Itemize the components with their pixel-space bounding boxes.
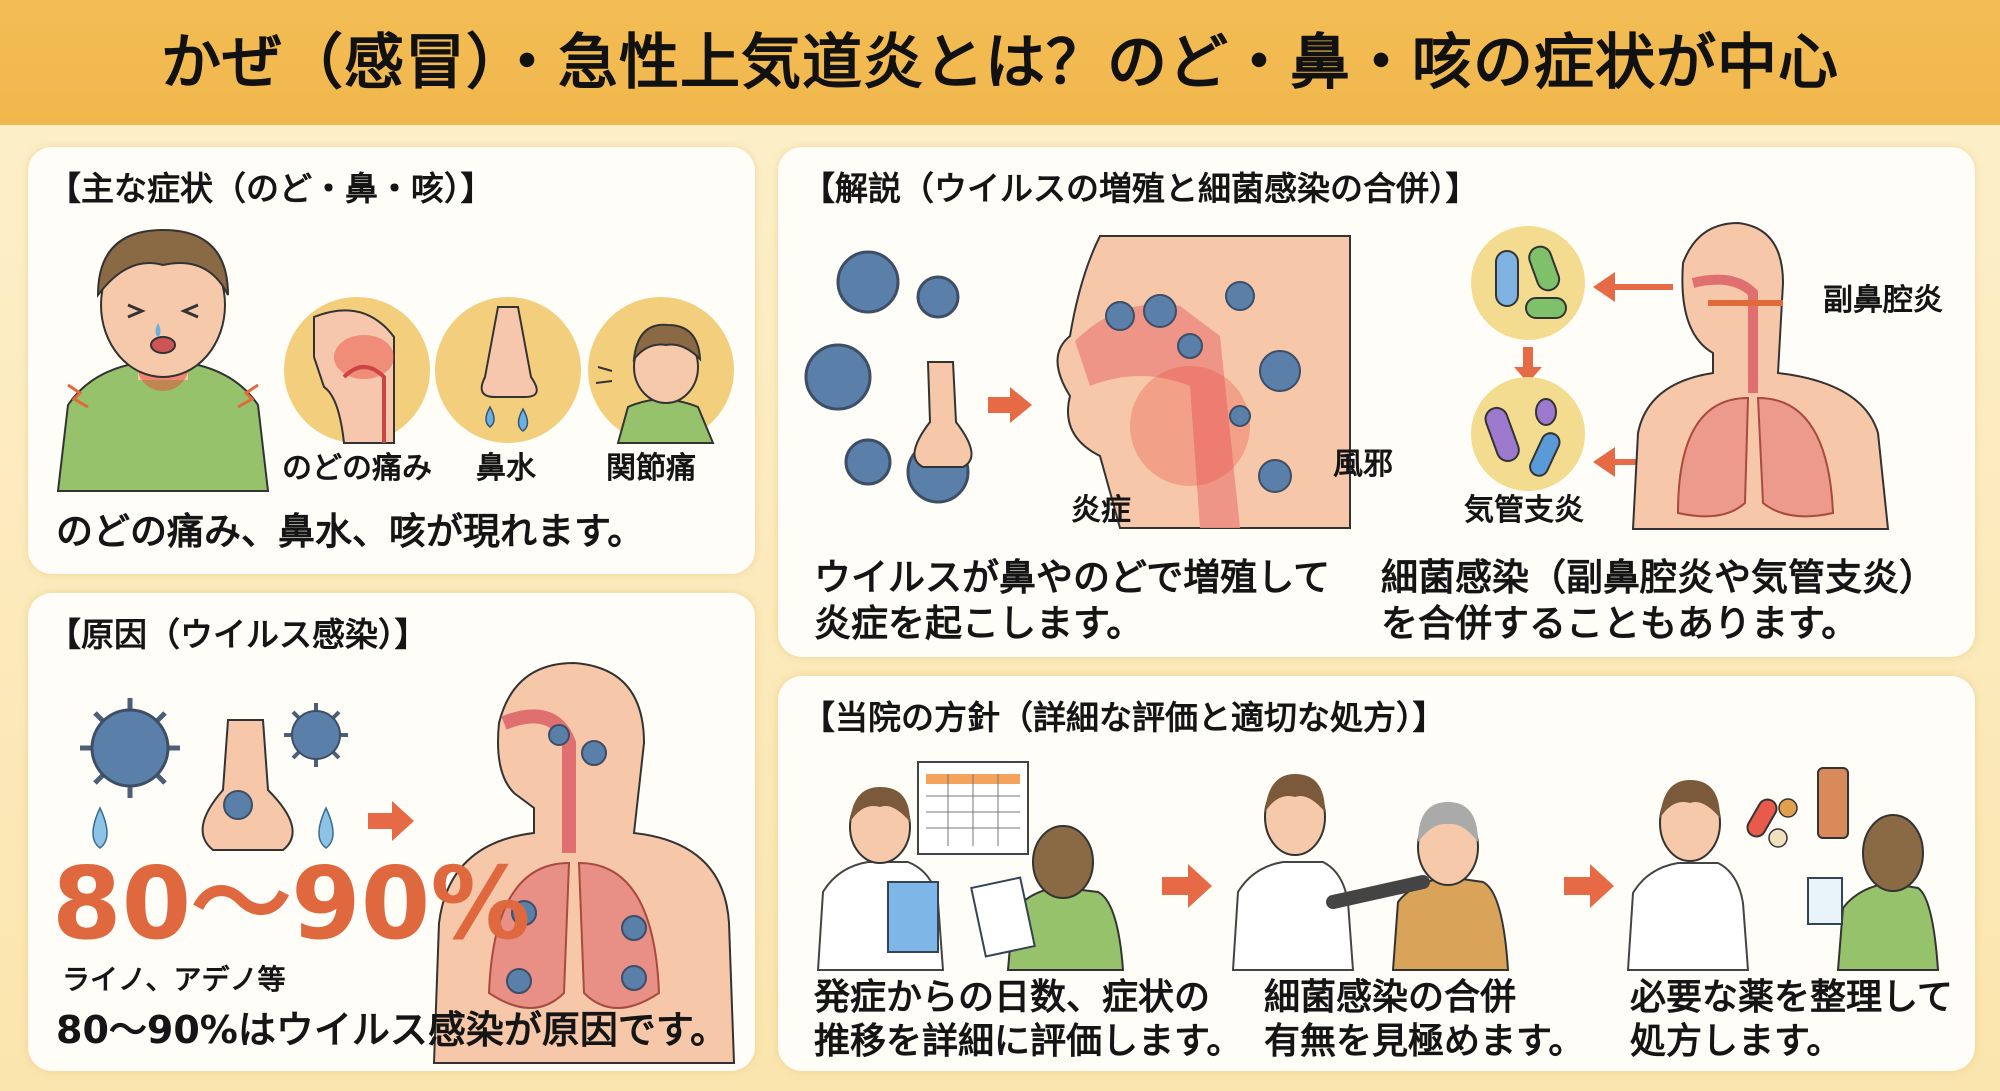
arrow-left-icon: [1593, 272, 1673, 302]
caption-line: 必要な薬を整理して: [1630, 977, 1953, 1018]
caption-line: 細菌感染（副鼻腔炎や気管支炎）: [1381, 556, 1936, 599]
cause-examples: ライノ、アデノ等: [62, 963, 286, 996]
explanation-panel: 【解説（ウイルスの増殖と細菌感染の合併）】 炎症 風邪: [778, 147, 1975, 657]
runny-nose-icon: [435, 297, 581, 443]
head-cross-section-illustration: [1056, 235, 1351, 529]
policy-heading: 【当院の方針（詳細な評価と適切な処方）】: [802, 698, 1446, 737]
symptom-label-throat-pain: のどの痛み: [282, 451, 432, 486]
policy-step-3-caption: 必要な薬を整理して 処方します。: [1630, 976, 1953, 1064]
caption-line: ウイルスが鼻やのどで増殖して: [814, 556, 1331, 599]
caption-line: 細菌感染の合併: [1264, 977, 1517, 1018]
label-cold: 風邪: [1333, 447, 1393, 482]
caption-line: 処方します。: [1630, 1021, 1843, 1062]
arrow-down-icon: [1514, 347, 1542, 383]
caption-line: 有無を見極めます。: [1264, 1021, 1585, 1062]
nose-icon: [201, 719, 294, 851]
cause-heading: 【原因（ウイルス感染）】: [48, 615, 428, 654]
label-inflammation: 炎症: [1071, 493, 1131, 528]
doctor-examination-illustration: [1231, 774, 1510, 971]
explanation-caption-right: 細菌感染（副鼻腔炎や気管支炎） を合併することもあります。: [1381, 555, 1936, 647]
nose-small-icon: [913, 361, 973, 468]
sick-person-illustration: [56, 228, 270, 492]
symptoms-panel: 【主な症状（のど・鼻・咳）】 のどの痛み 鼻水 関節痛 のどの痛み、鼻水、咳が現…: [28, 147, 755, 574]
cause-panel: 【原因（ウイルス感染）】 80〜90% ライノ、アデノ等 80〜90%はウイルス…: [28, 593, 755, 1071]
policy-step-1-caption: 発症からの日数、症状の 推移を詳細に評価します。: [814, 976, 1242, 1064]
arrow-right-icon: [368, 801, 414, 841]
coughing-person-icon: [588, 297, 734, 444]
explanation-caption-left: ウイルスが鼻やのどで増殖して 炎症を起こします。: [814, 555, 1330, 647]
policy-panel: 【当院の方針（詳細な評価と適切な処方）】: [778, 676, 1975, 1071]
respiratory-body-illustration: [432, 661, 736, 1064]
doctor-consultation-illustration: [816, 761, 1125, 971]
symptom-label-joint-pain: 関節痛: [606, 451, 696, 486]
policy-step-2-caption: 細菌感染の合併 有無を見極めます。: [1264, 976, 1584, 1064]
explanation-heading: 【解説（ウイルスの増殖と細菌感染の合併）】: [802, 169, 1479, 208]
upper-body-respiratory-illustration: [1631, 221, 1890, 530]
arrow-right-icon: [1564, 864, 1614, 908]
caption-line: 推移を詳細に評価します。: [814, 1021, 1243, 1062]
label-sinusitis: 副鼻腔炎: [1823, 283, 1943, 318]
caption-line: 発症からの日数、症状の: [814, 977, 1211, 1018]
cause-caption: 80〜90%はウイルス感染が原因です。: [56, 1008, 729, 1052]
arrow-left-icon: [1593, 447, 1673, 477]
symptom-label-runny-nose: 鼻水: [476, 451, 536, 486]
bacteria-lower-icon: [1471, 377, 1585, 491]
caption-line: を合併することもあります。: [1381, 602, 1859, 645]
doctor-prescription-illustration: [1626, 767, 1940, 971]
cause-percent: 80〜90%: [52, 845, 531, 962]
arrow-right-icon: [1162, 864, 1212, 908]
header-banner: かぜ（感冒）・急性上気道炎とは？のど・鼻・咳の症状が中心: [0, 0, 2000, 125]
symptoms-heading: 【主な症状（のど・鼻・咳）】: [48, 169, 494, 208]
page-title: かぜ（感冒）・急性上気道炎とは？のど・鼻・咳の症状が中心: [161, 27, 1839, 98]
virus-small-icon: [284, 703, 348, 767]
bacteria-upper-icon: [1471, 226, 1585, 340]
droplet-icons: [92, 806, 334, 849]
virus-icon: [80, 698, 180, 798]
throat-pain-icon: [284, 297, 430, 444]
caption-line: 炎症を起こします。: [814, 602, 1144, 645]
arrow-right-icon: [988, 387, 1032, 423]
symptoms-caption: のどの痛み、鼻水、咳が現れます。: [56, 510, 645, 553]
label-bronchitis: 気管支炎: [1464, 493, 1584, 528]
